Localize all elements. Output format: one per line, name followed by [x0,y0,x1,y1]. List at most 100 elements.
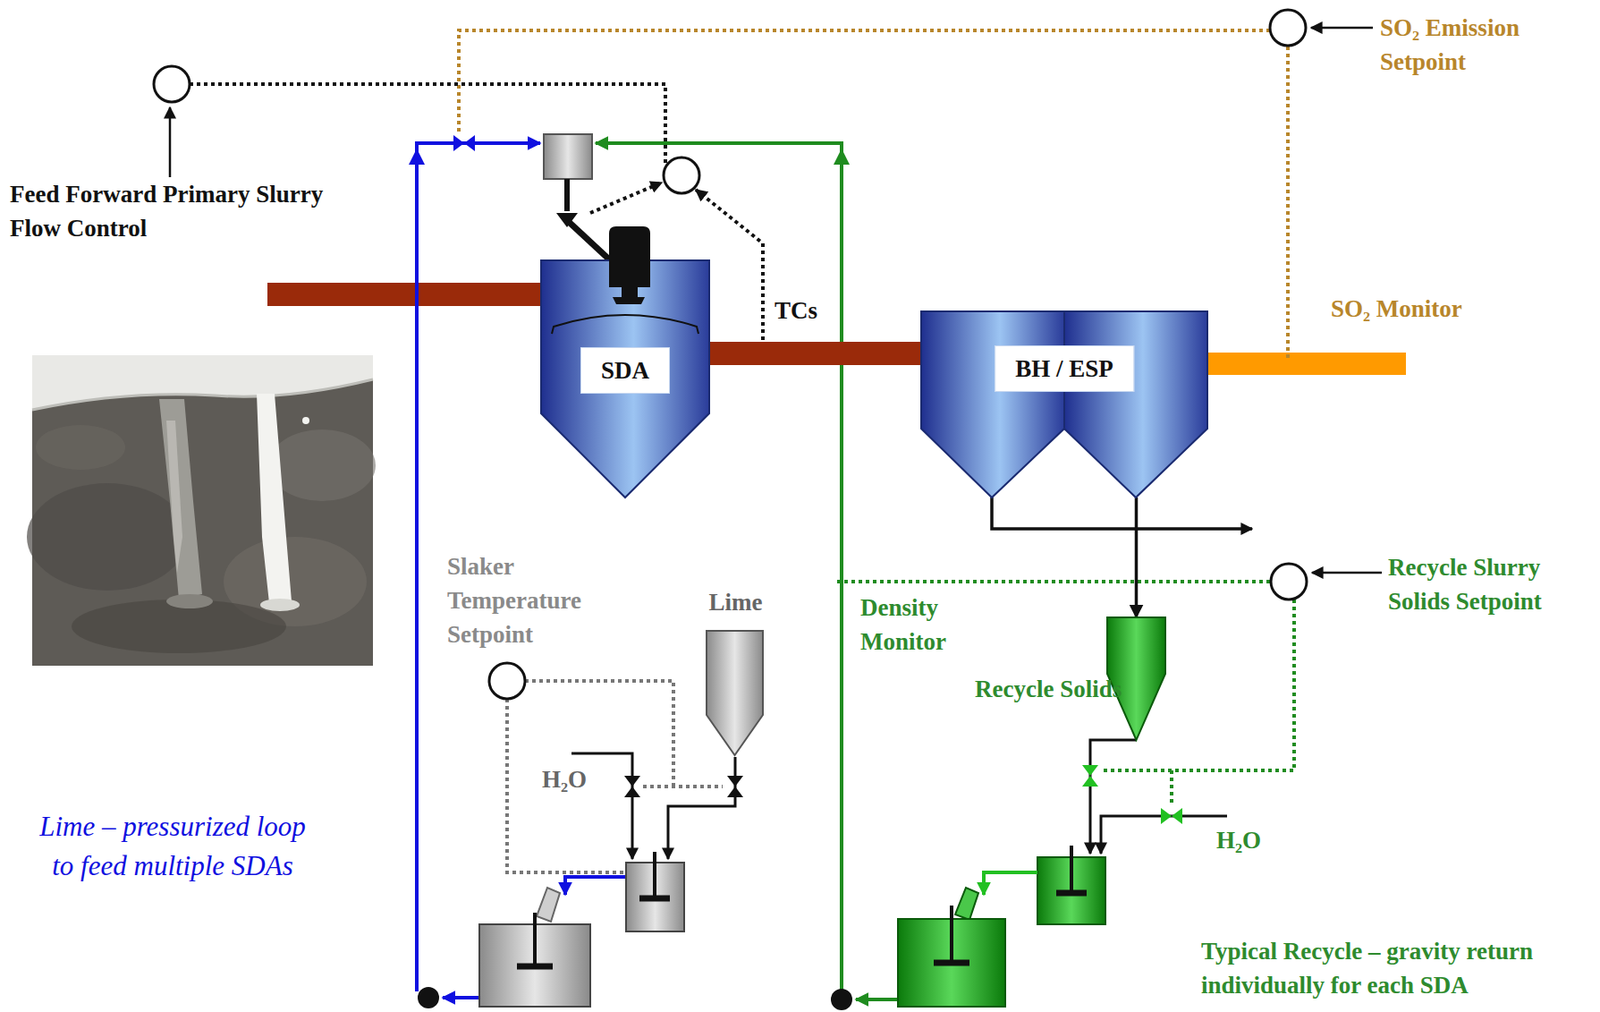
atomizer-photo-part [268,429,376,501]
setpoint-label-holder: Slaker Temperature Setpoint [447,549,600,652]
agitator [516,912,553,968]
stack-duct [1207,352,1406,375]
agitator-part [933,959,970,966]
baghouse-esp: BH / ESP [921,311,1208,498]
baghouse-esp-shape-part [921,311,1065,498]
agitator-part [516,963,553,970]
feed-forward-signal-part [590,182,662,213]
baghouse-esp-shape-part [1064,311,1208,498]
water-valve [624,775,641,797]
atomizer-photo-part [302,416,310,424]
atomizer-photo-part [26,482,188,591]
agitator [1056,845,1087,895]
lime-loop-part [442,995,480,999]
density-signal-part [837,579,1271,584]
lime-valve-part [453,135,465,152]
feed-forward-signal-part [189,84,666,165]
slaker-temperature-signal-part [507,698,625,872]
water-valve-part [624,775,641,787]
atomizer-photo-part [256,393,292,603]
recycle-loop [595,143,898,999]
atomizer-photo-part [35,424,126,470]
recycle-water-valve [1160,807,1183,824]
slaker-temperature-signal [507,680,723,872]
recycle-feed-lines [1090,739,1228,854]
agitator [639,851,670,900]
note-label-holder: Typical Recycle – gravity return individ… [1201,933,1555,1002]
recycle-solids-hopper: Recycle Solids [1107,617,1166,741]
lime-loop-part [565,876,627,895]
flow-arrow [408,148,425,165]
lime-valve-part [464,135,475,152]
recycle-loop-part [855,997,898,1001]
slurry-head-box [543,134,593,179]
so2-controller [1269,9,1306,46]
agitator-part [1069,845,1074,895]
silo-label-holder: Lime [697,584,774,619]
spray-dryer-absorber: SDA [541,260,710,498]
density-signal-part [1169,770,1174,805]
atomizer-photo-part [32,379,373,410]
water-label: H₂O [1216,826,1262,854]
atomizer-photo-part [260,598,300,611]
chute [536,887,560,922]
leader-arrow [1311,26,1373,30]
setpoint-label-holder: Recycle Slurry Solids Setpoint [1388,550,1572,618]
density-signal-part [1100,599,1295,771]
setpoint-label: SO₂ Emission Setpoint [1379,14,1520,76]
recycle-pump [830,988,853,1010]
hopper-label-holder: Recycle Solids [974,671,1078,706]
recycle-feed-lines-part [1090,739,1136,854]
spray-dryer-absorber-shape-part [551,314,699,334]
slaker-temperature-signal-part [643,784,723,788]
baghouse-esp-shape [921,311,1208,498]
setpoint-label: Recycle Slurry Solids Setpoint [1388,553,1542,615]
ash-transfer-line [1134,497,1139,618]
lime-silo-shape-part [706,630,763,755]
spray-dryer-absorber-shape-part [612,296,645,305]
recycle-water-valve-part [1171,807,1183,824]
leader-arrow [169,107,172,178]
slaker-controller [489,662,525,699]
recycle-water-valve-part [1160,807,1172,824]
controller-label-holder: Feed Forward Primary Slurry Flow Control [9,177,350,246]
water-label: H₂O [541,765,587,793]
signal-label-holder: TCs [774,293,818,328]
monitor-label-holder: Density Monitor [860,590,973,659]
lime-valve [453,135,475,152]
monitor-label: Density Monitor [860,593,947,655]
note-label-holder: Lime – pressurized loop to feed multiple… [31,806,314,886]
atomizer-photo-part [32,355,373,410]
setpoint-label: Slaker Temperature Setpoint [447,552,582,648]
agitator [933,905,970,965]
atomizer-photo-part [166,593,213,609]
lime-feed-valve-part [727,786,744,797]
slaker-feed-lines-part [668,756,736,859]
so2-control-signal-part [1286,46,1290,358]
feed-forward-controller [153,66,190,102]
agitator-part [949,905,954,965]
agitator-part [639,895,670,902]
signal-label: TCs [774,296,818,324]
chute [955,887,979,920]
flue-duct [709,341,922,365]
spray-dryer-absorber-shape-part [541,260,710,498]
vessel-label: SDA [601,356,650,384]
recycle-valve-part [1082,775,1099,787]
spray-dryer-absorber-shape-part [621,287,638,297]
recycle-valve [1082,764,1099,787]
spray-dryer-absorber-shape-part [609,226,651,288]
controller-label: Feed Forward Primary Slurry Flow Control [9,180,323,242]
note-label: Lime – pressurized loop to feed multiple… [39,810,306,881]
lime-feed-valve [727,775,744,797]
vessel-label-holder: SDA [580,347,670,394]
ash-lines [991,497,1253,529]
water-label-holder: H₂O [1216,822,1262,857]
inlet-duct [267,282,542,306]
atomizer-photo-part [159,398,203,600]
agitator-part [652,851,657,900]
recycle-valve-part [1082,764,1099,776]
setpoint-label-holder: SO₂ Emission Setpoint [1379,10,1573,79]
water-valve-part [624,786,641,797]
monitor-label: SO₂ Monitor [1330,295,1463,322]
